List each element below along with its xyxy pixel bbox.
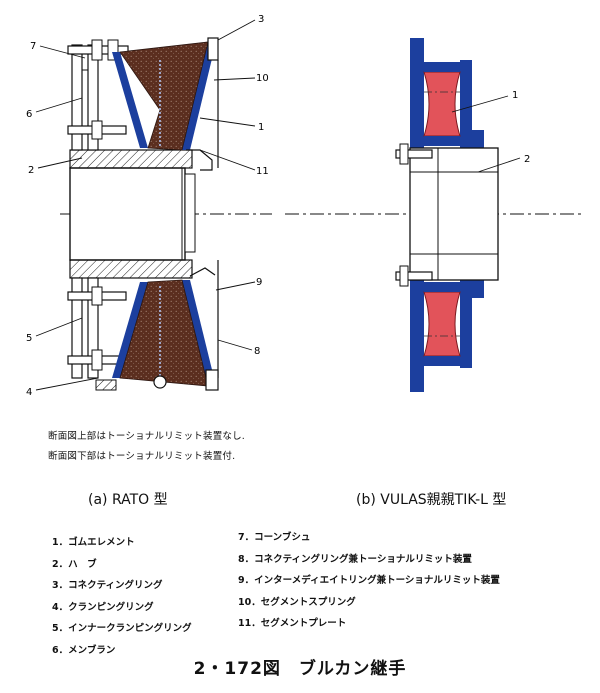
rubber-element-lower [119,279,209,387]
callout-a-9: 9 [256,277,262,288]
connecting-ring-lower [205,369,219,391]
caption-a-prefix: (a) [88,492,108,508]
diagram-b-vulas: 1 2 [285,38,585,392]
callout-a-3: 3 [258,14,264,25]
caption-b: (b) VULAS親親TIK-L 型 [356,489,506,509]
figure-title: 2・172図 ブルカン継手 [193,659,407,679]
legend-item: 6．メンブラン [52,644,116,656]
callout-a-5: 5 [26,333,32,344]
rubber-element-upper [119,41,209,151]
cone-ring-lower-left [112,282,148,378]
legend-item: 8．コネクティングリング兼トーショナルリミット装置 [238,553,472,565]
note-lower-section: 断面図下部はトーショナルリミット装置付. [48,451,236,462]
caption-b-prefix: (b) [356,492,376,508]
callout-a-6: 6 [26,109,32,120]
rubber-block-lower [423,291,461,357]
callout-a-7: 7 [30,41,36,52]
legend-item: 1．ゴムエレメント [52,537,135,548]
callout-a-10: 10 [256,73,269,84]
parts-legend-right: 7．コーンブシュ 8．コネクティングリング兼トーショナルリミット装置 9．インタ… [238,527,500,635]
legend-item: 9．インターメディエイトリング兼トーショナルリミット装置 [238,575,500,586]
hub-bore [69,167,186,261]
caption-b-text: VULAS親親TIK-L 型 [380,492,507,508]
note-upper-section: 断面図上部はトーショナルリミット装置なし. [48,431,246,442]
callout-a-4: 4 [26,387,32,398]
legend-item: 7．コーンブシュ [238,532,311,543]
cone-ring-upper-left [112,52,148,148]
callout-b-1: 1 [512,90,518,101]
rubber-block-upper [423,71,461,137]
legend-item: 11．セグメントプレート [238,618,347,629]
callout-a-8: 8 [254,346,260,357]
legend-item: 3．コネクティングリング [52,580,163,591]
legend-item: 2．ハ ブ [52,558,97,570]
caption-a: (a) RATO 型 [88,489,168,509]
callout-a-2: 2 [28,165,34,176]
outer-flange [410,38,424,60]
caption-a-text: RATO 型 [111,492,168,508]
callout-a-11: 11 [256,166,269,177]
cone-ring-lower-right [182,280,216,386]
legend-item: 5．インナークランピングリング [52,623,192,634]
cone-ring-upper-right [182,42,216,150]
hub-b [409,147,499,281]
legend-item: 10．セグメントスプリング [238,596,356,608]
hub-upper-wall [69,149,193,169]
hub-lower-wall [69,259,193,279]
diagram-a-rato: 7 6 2 5 4 3 10 1 11 9 8 [26,14,272,398]
legend-item: 4．クランピングリング [52,601,154,613]
connecting-ring-upper [207,37,219,61]
callout-b-2: 2 [524,154,530,165]
parts-legend-left: 1．ゴムエレメント 2．ハ ブ 3．コネクティングリング 4．クランピングリング… [52,532,192,661]
callout-a-1: 1 [258,122,264,133]
